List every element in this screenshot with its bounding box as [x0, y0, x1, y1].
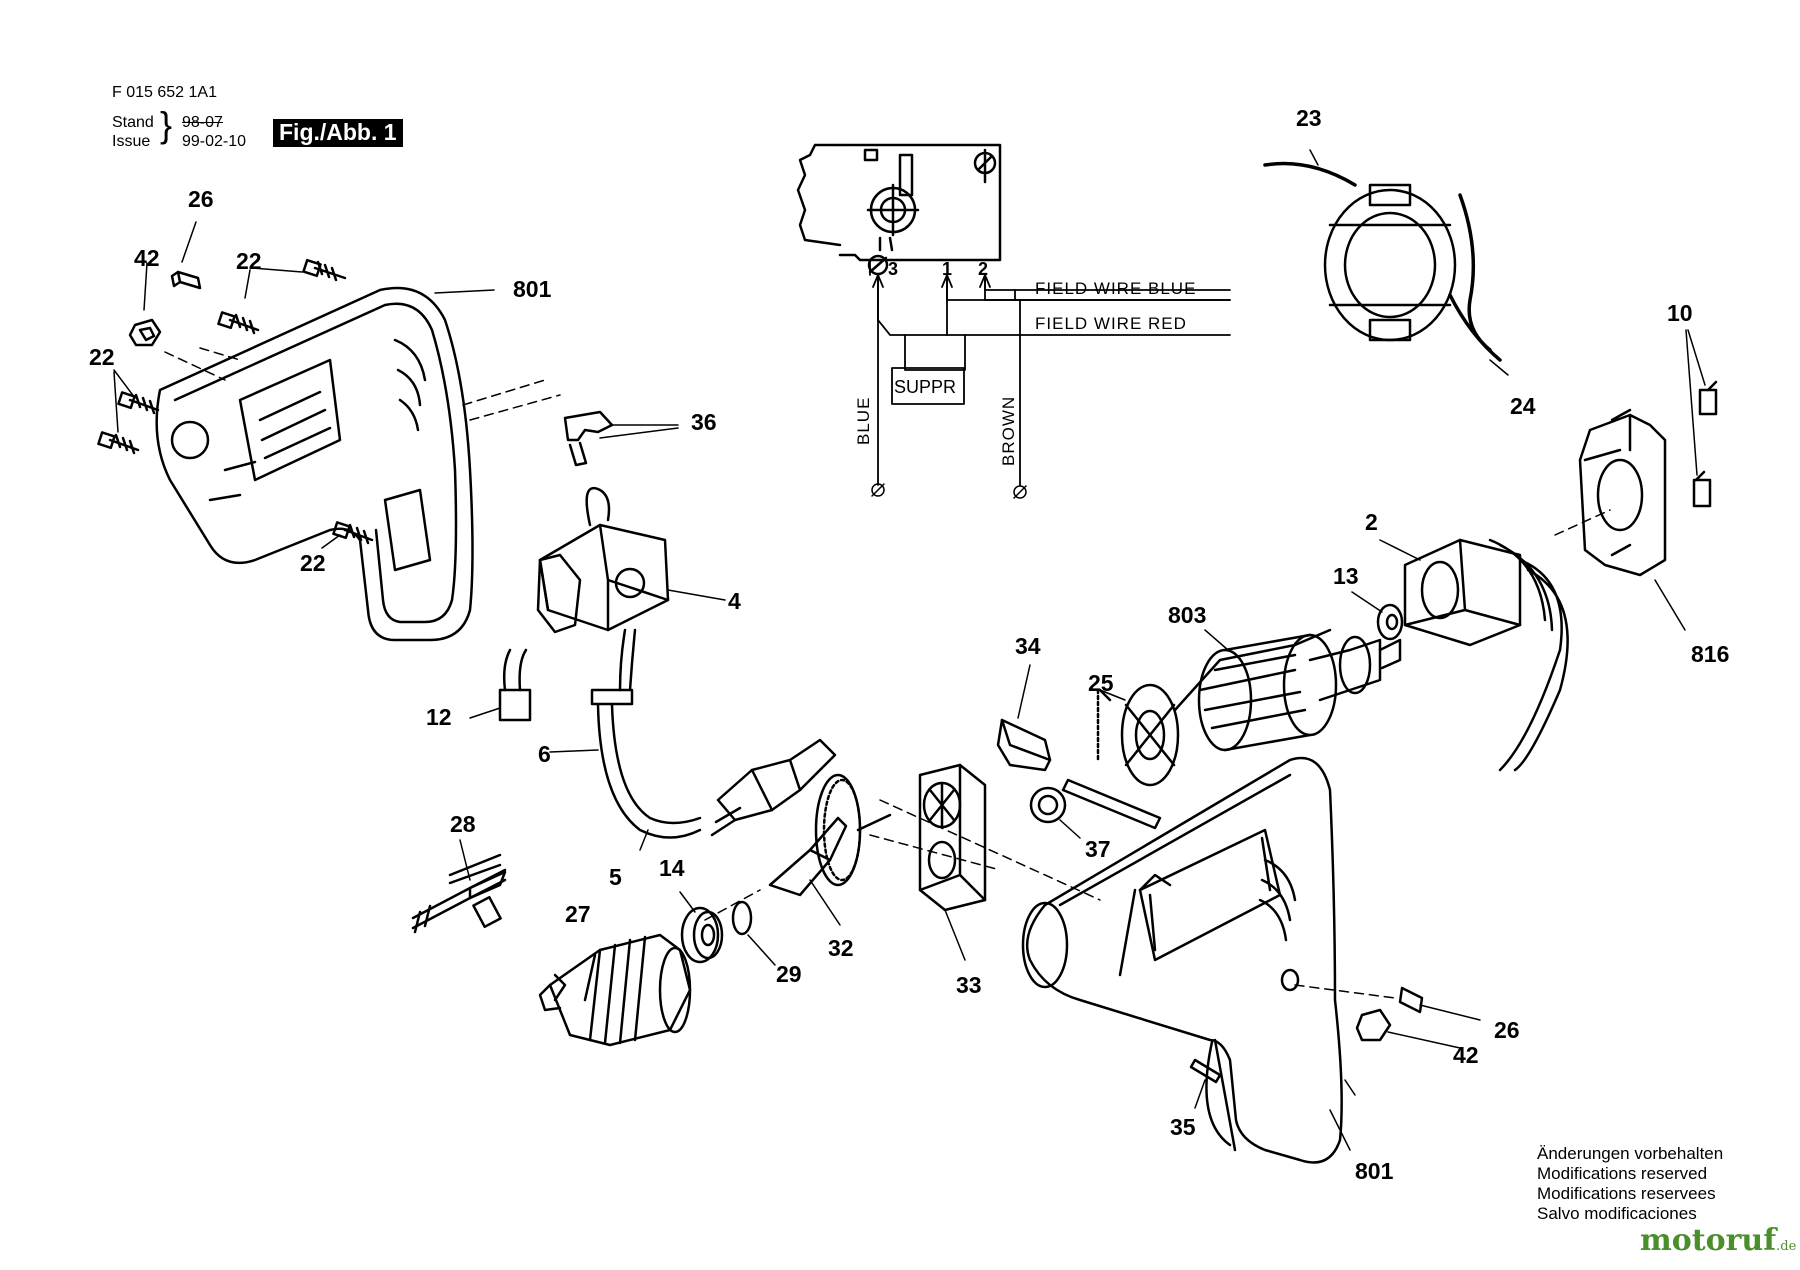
callout-4: 4	[728, 588, 741, 614]
terminal-3-label: 3	[888, 259, 899, 279]
retaining-ring-29	[731, 900, 776, 966]
brace: }	[160, 104, 173, 145]
callout-10: 10	[1667, 300, 1693, 326]
callout-12: 12	[426, 704, 452, 730]
callout-5: 5	[609, 864, 622, 890]
callout-26-left: 26	[188, 186, 214, 212]
callout-13: 13	[1333, 563, 1359, 589]
issue-label: Issue	[112, 133, 151, 150]
callout-28: 28	[450, 811, 476, 837]
fan-25	[1061, 683, 1180, 830]
brush-holder-816	[1578, 408, 1686, 631]
notice-de: Änderungen vorbehalten	[1537, 1144, 1724, 1163]
nut-42-left	[128, 318, 162, 347]
callout-22-left: 22	[89, 344, 115, 370]
callout-26-right: 26	[1494, 1017, 1520, 1043]
callout-801-left: 801	[513, 276, 552, 302]
callout-36: 36	[691, 409, 717, 435]
chuck-key-28	[411, 839, 507, 934]
notice-en: Modifications reserved	[1537, 1164, 1708, 1183]
terminal-2-label: 2	[978, 259, 989, 279]
callout-37: 37	[1085, 836, 1111, 862]
stand-label: Stand	[112, 114, 154, 131]
callout-2: 2	[1365, 509, 1378, 535]
callout-23: 23	[1296, 105, 1322, 131]
callout-801-right: 801	[1355, 1158, 1394, 1184]
wiring-diagram	[796, 143, 1231, 499]
callout-42-left: 42	[134, 245, 160, 271]
switch-4	[536, 487, 726, 634]
callout-24: 24	[1510, 393, 1536, 419]
notice-fr: Modifications reservees	[1537, 1184, 1716, 1203]
cord-6	[549, 628, 702, 851]
armature-803	[1173, 628, 1402, 752]
document-id: F 015 652 1A1	[112, 84, 217, 101]
watermark-logo: motoruf.de	[1640, 1226, 1796, 1256]
callout-22-top: 22	[236, 248, 262, 274]
watermark-name: motoruf	[1640, 1223, 1777, 1258]
pin-26-left	[170, 270, 202, 290]
housing-half-right	[1021, 756, 1343, 1164]
callout-27: 27	[565, 901, 591, 927]
callout-32: 32	[828, 935, 854, 961]
bearing-plate-33	[918, 763, 987, 961]
figure-label: Fig./Abb. 1	[273, 119, 403, 147]
watermark-suffix: .de	[1776, 1239, 1797, 1254]
suppressor-label: SUPPR	[894, 377, 957, 397]
pin-35	[1189, 1058, 1222, 1084]
notice-es: Salvo modificaciones	[1537, 1204, 1697, 1223]
callout-816: 816	[1691, 641, 1730, 667]
callout-33: 33	[956, 972, 982, 998]
carbon-brush-12	[469, 648, 532, 722]
field-wire-red-label: FIELD WIRE RED	[1035, 314, 1187, 333]
housing-half-left	[155, 286, 474, 642]
drill-chuck-27	[538, 933, 692, 1047]
callout-25: 25	[1088, 670, 1114, 696]
bearing-14	[679, 891, 724, 964]
old-issue-date: 98-07	[182, 114, 223, 131]
brown-wire-label: BROWN	[999, 395, 1018, 466]
callout-34: 34	[1015, 633, 1041, 659]
issue-date: 99-02-10	[182, 133, 247, 150]
modifications-notice: Änderungen vorbehalten Modifications res…	[1537, 1144, 1723, 1224]
callout-22-bottom: 22	[300, 550, 326, 576]
brushes-10	[1685, 329, 1718, 508]
shield-34	[996, 664, 1052, 772]
callout-803: 803	[1168, 602, 1207, 628]
bearing-13	[1351, 591, 1404, 641]
screws-22	[97, 258, 374, 545]
field-wire-blue-label: FIELD WIRE BLUE	[1035, 279, 1197, 298]
plug	[710, 738, 837, 837]
bearing-37	[1029, 786, 1081, 839]
callout-35: 35	[1170, 1114, 1196, 1140]
field-coil-23-24	[1263, 149, 1509, 376]
field-coil-2	[1379, 538, 1569, 772]
callout-29: 29	[776, 961, 802, 987]
blue-wire-label: BLUE	[854, 396, 873, 445]
callout-14: 14	[659, 855, 685, 881]
pin-26-right	[1398, 986, 1424, 1014]
terminal-1-label: 1	[942, 259, 953, 279]
spindle-gear-32	[768, 773, 892, 926]
callout-6: 6	[538, 741, 551, 767]
callout-42-right: 42	[1453, 1042, 1479, 1068]
nut-42-right	[1355, 1008, 1392, 1042]
clip-36	[563, 410, 614, 467]
